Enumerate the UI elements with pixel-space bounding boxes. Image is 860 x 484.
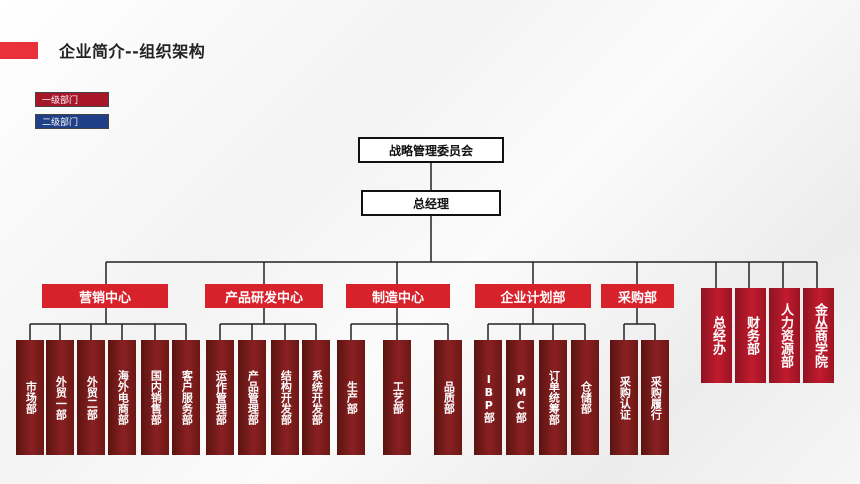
dept-finance: 财务部: [735, 288, 766, 383]
title-accent-bar: [0, 42, 38, 59]
dept-purchase-fulfillment: 采购履行: [641, 340, 669, 455]
dept-business-school: 金丛商学院: [803, 288, 834, 383]
center-purchasing: 采购部: [601, 284, 674, 308]
dept-overseas-ecommerce: 海外电商部: [108, 340, 136, 455]
center-manufacturing: 制造中心: [346, 284, 450, 308]
dept-product-mgmt: 产品管理部: [238, 340, 266, 455]
dept-pmc: PMC部: [506, 340, 534, 455]
dept-process: 工艺部: [383, 340, 411, 455]
dept-domestic-sales: 国内销售部: [141, 340, 169, 455]
center-rnd: 产品研发中心: [205, 284, 323, 308]
dept-market: 市场部: [16, 340, 44, 455]
legend-level2: 二级部门: [35, 114, 109, 129]
dept-structure-dev: 结构开发部: [271, 340, 299, 455]
dept-foreign-trade-2: 外贸二部: [77, 340, 105, 455]
page-title: 企业简介--组织架构: [59, 42, 206, 61]
center-marketing: 营销中心: [42, 284, 168, 308]
dept-ibp: IBP部: [474, 340, 502, 455]
dept-customer-service: 客户服务部: [172, 340, 200, 455]
dept-operations-mgmt: 运作管理部: [206, 340, 234, 455]
dept-purchase-certification: 采购认证: [610, 340, 638, 455]
committee-box: 战略管理委员会: [358, 137, 504, 163]
dept-foreign-trade-1: 外贸一部: [46, 340, 74, 455]
dept-quality: 品质部: [434, 340, 462, 455]
center-planning: 企业计划部: [475, 284, 591, 308]
dept-order-coordination: 订单统筹部: [539, 340, 567, 455]
dept-production: 生产部: [337, 340, 365, 455]
dept-gm-office: 总经办: [701, 288, 732, 383]
dept-system-dev: 系统开发部: [302, 340, 330, 455]
dept-human-resources: 人力资源部: [769, 288, 800, 383]
legend-level1: 一级部门: [35, 92, 109, 107]
dept-warehouse: 仓储部: [571, 340, 599, 455]
general-manager-box: 总经理: [361, 190, 501, 216]
